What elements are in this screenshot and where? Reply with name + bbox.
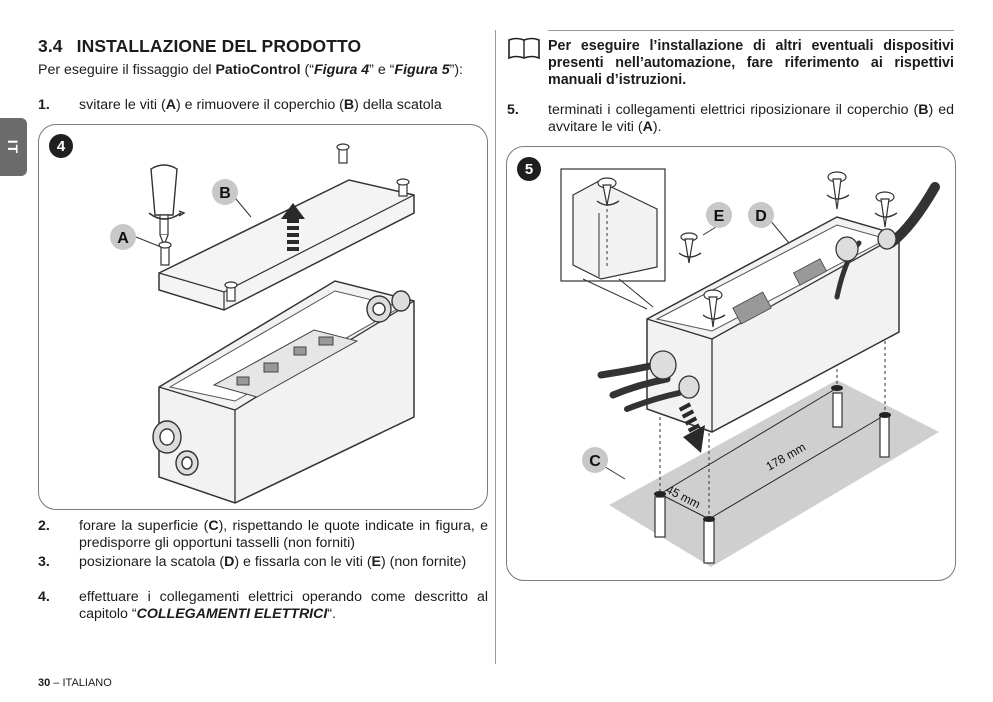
page-number: 30 [38, 677, 51, 689]
figure-4-illustration: B A [110, 143, 415, 504]
label-d-circle [748, 202, 774, 228]
step-2: 2. forare la superficie (C), rispettando… [38, 518, 488, 551]
circuit-board-illustration [212, 329, 359, 398]
figure-5-illustration: 178 mm 45 mm [560, 168, 940, 567]
screw-icons [680, 171, 895, 328]
figure-4-ref: Figura 4 [313, 62, 370, 78]
figure-5-badge: 5 [517, 157, 541, 181]
label-a: A [117, 230, 129, 247]
lower-arrow-icon [678, 402, 705, 453]
label-a-circle [110, 224, 136, 250]
detail-inset [560, 168, 666, 310]
manual-book-icon [508, 37, 540, 60]
label-b-circle [212, 179, 238, 205]
section-title: INSTALLAZIONE DEL PRODOTTO [76, 36, 362, 56]
product-name: PatioControl [215, 62, 301, 78]
cable-gland-icon [649, 228, 897, 399]
label-d: D [755, 208, 767, 225]
section-heading: 3.4 INSTALLAZIONE DEL PRODOTTO [38, 36, 361, 57]
label-e-circle [706, 202, 732, 228]
note-top-rule [548, 30, 954, 31]
label-e: E [714, 208, 725, 225]
mounting-surface [609, 380, 939, 567]
column-divider [495, 30, 496, 664]
lid-illustration [158, 179, 415, 311]
section-number: 3.4 [38, 36, 63, 56]
step-3: 3. posizionare la scatola (D) e fissarla… [38, 554, 467, 570]
label-c: C [589, 453, 601, 470]
step-4: 4. effettuare i collegamenti elettrici o… [38, 589, 488, 622]
figure-5-ref: Figura 5 [394, 62, 450, 78]
screwdriver-icon [148, 164, 186, 247]
step-5: 5. terminati i collegamenti elettrici ri… [507, 102, 955, 135]
lift-arrow-icon [281, 203, 305, 251]
step-1: 1. svitare le viti (A) e rimuovere il co… [38, 97, 442, 113]
figure-5: 5 178 mm 45 mm [506, 146, 956, 581]
label-b: B [219, 185, 231, 202]
footer-language: ITALIANO [62, 677, 112, 689]
label-c-circle [582, 447, 608, 473]
intro-paragraph: Per eseguire il fissaggio del PatioContr… [38, 62, 463, 78]
note-text: Per eseguire l’installazione di altri ev… [548, 38, 954, 88]
figure-4-badge: 4 [49, 134, 73, 158]
cable-gland-icon [152, 290, 411, 476]
lid-screws [158, 143, 410, 302]
figure-4: 4 [38, 124, 488, 510]
language-tab: IT [0, 118, 27, 176]
chapter-link: COLLEGAMENTI ELETTRICI [136, 605, 328, 622]
page-footer: 30 – ITALIANO [38, 677, 112, 689]
